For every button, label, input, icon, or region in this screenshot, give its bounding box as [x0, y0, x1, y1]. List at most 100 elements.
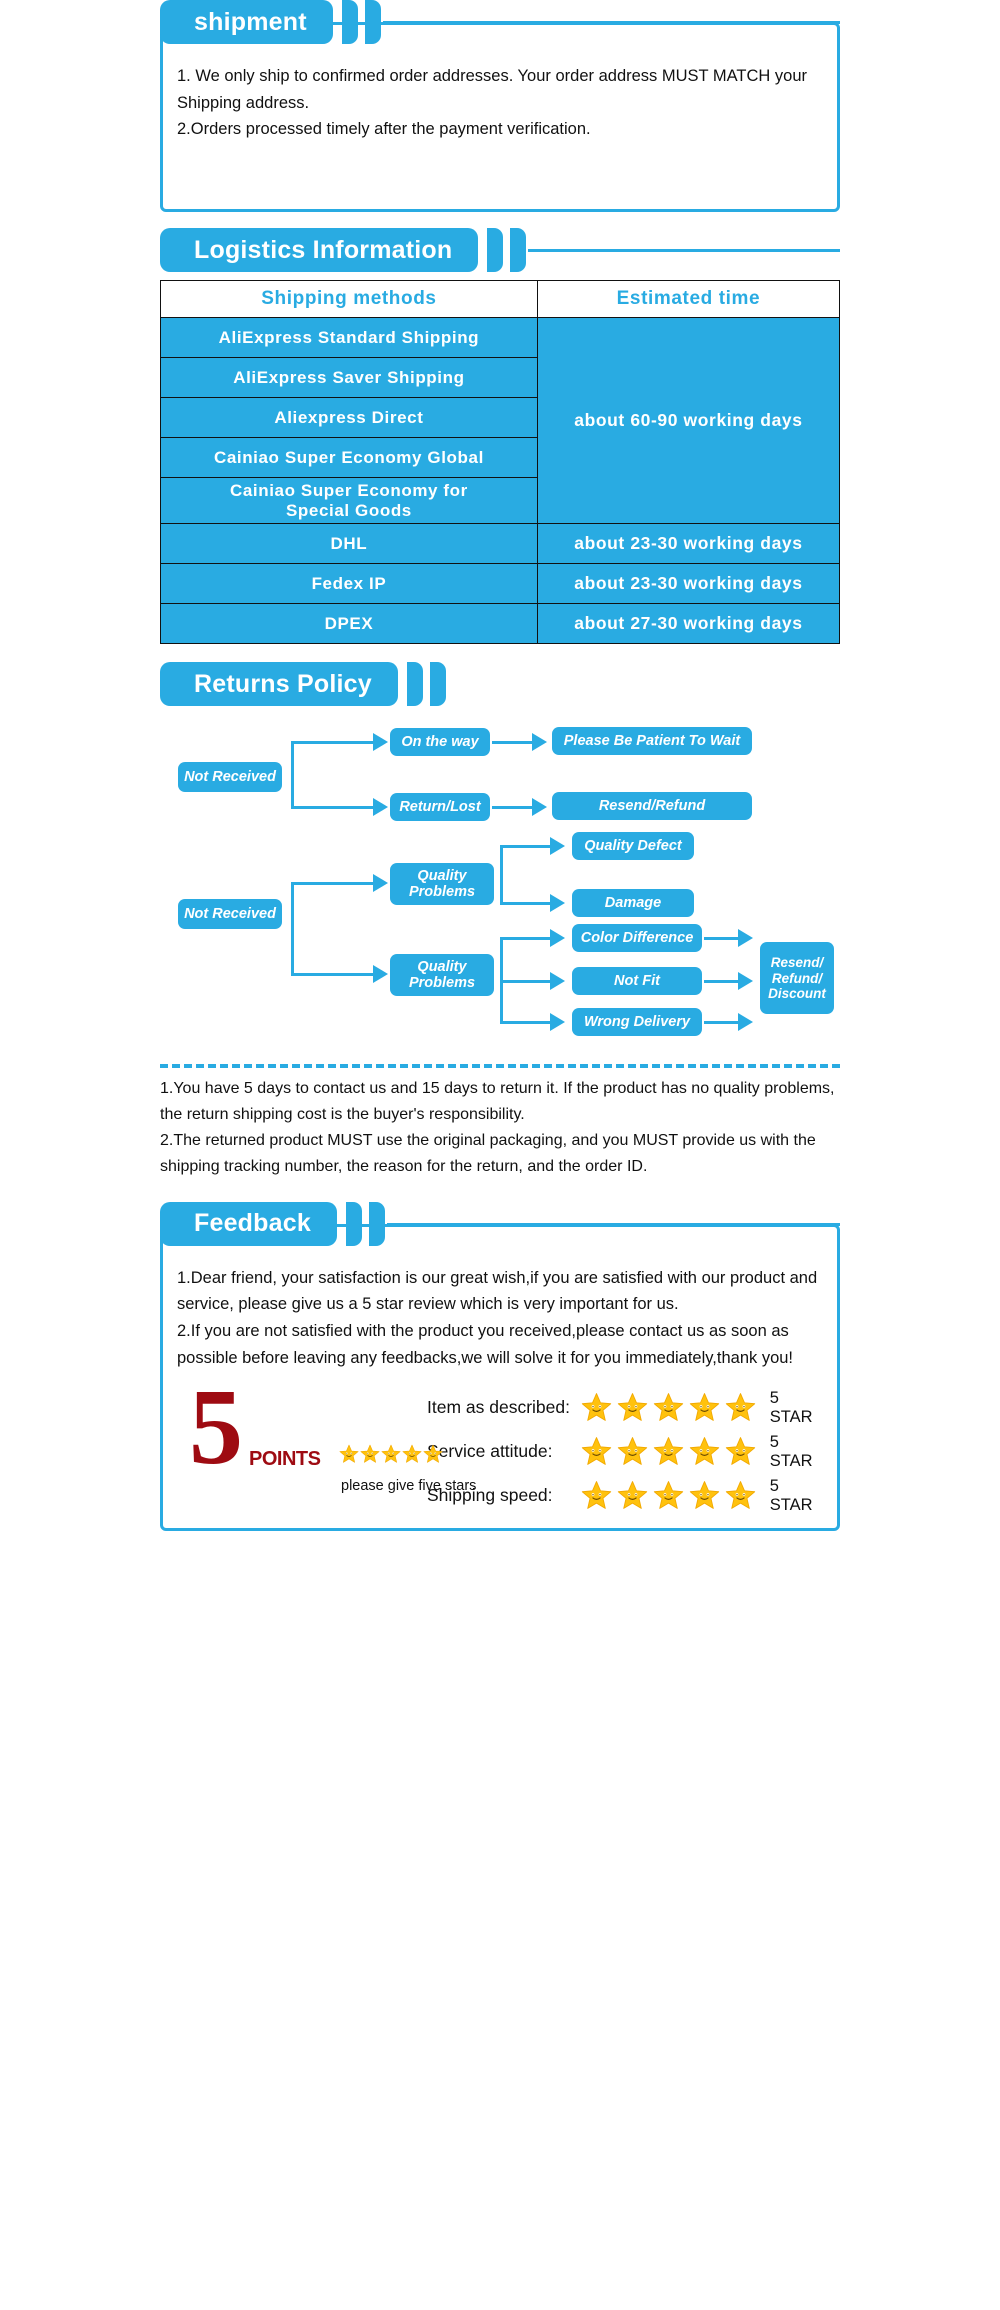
flow-node-color-difference: Color Difference [572, 924, 702, 953]
ribbon-pip-1 [406, 662, 423, 707]
rating-label: Service attitude: [427, 1441, 553, 1462]
flow-line [500, 845, 503, 906]
star-icon [381, 1444, 401, 1464]
star-icon[interactable] [689, 1392, 720, 1423]
flow-line [704, 937, 742, 941]
flow-arrow [550, 972, 565, 991]
cell-estimated-time: about 23-30 working days [536, 523, 841, 565]
returns-section-header: Returns Policy [160, 662, 840, 710]
rating-star-row[interactable] [581, 1480, 756, 1511]
rating-showcase: 5 POINTS please give five stars Item as … [177, 1373, 823, 1518]
rating-row: Service attitude: 5 STAR [427, 1430, 823, 1474]
flow-line [500, 1021, 552, 1025]
star-icon[interactable] [725, 1436, 756, 1467]
table-row: AliExpress Saver Shipping [160, 357, 840, 398]
table-row: Aliexpress Direct [160, 397, 840, 438]
table-row: Cainiao Super Economy for Special Goods [160, 476, 840, 525]
flow-arrow [373, 965, 388, 984]
rating-row: Shipping speed: 5 STAR [427, 1474, 823, 1518]
cell-method: Cainiao Super Economy for Special Goods [160, 476, 538, 525]
flow-arrow [373, 874, 388, 893]
cell-method: Cainiao Super Economy Global [160, 437, 538, 478]
table-row: DHL about 23-30 working days [160, 523, 841, 565]
flow-arrow [550, 894, 565, 913]
list-item: 1. We only ship to confirmed order addre… [177, 67, 808, 112]
flow-node-not-fit: Not Fit [572, 967, 702, 996]
flow-node-please-wait: Please Be Patient To Wait [552, 727, 752, 756]
dashed-divider [160, 1064, 840, 1069]
flow-line [704, 1021, 742, 1025]
star-icon[interactable] [581, 1436, 612, 1467]
flow-line [500, 845, 552, 849]
star-icon [423, 1444, 443, 1464]
rating-row: Item as described: 5 STAR [427, 1386, 823, 1430]
flow-line [291, 806, 375, 810]
ribbon-pip-2 [510, 228, 527, 272]
flow-node-resend-refund: Resend/Refund [552, 792, 752, 821]
cell-estimated-time: about 23-30 working days [536, 563, 841, 605]
ribbon-pip-2 [429, 662, 446, 707]
rating-tag: 5 STAR [769, 1476, 813, 1514]
rating-label: Item as described: [427, 1397, 570, 1418]
star-icon[interactable] [725, 1480, 756, 1511]
star-icon [360, 1444, 380, 1464]
star-icon[interactable] [653, 1480, 684, 1511]
give-five-stars-caption: please give five stars [341, 1477, 477, 1494]
flow-arrow [550, 837, 565, 856]
rating-tag: 5 STAR [769, 1388, 813, 1426]
star-icon[interactable] [653, 1392, 684, 1423]
flow-line [704, 980, 742, 984]
star-icon[interactable] [617, 1436, 648, 1467]
table-row: Cainiao Super Economy Global [160, 437, 840, 478]
five-number: 5 [189, 1367, 243, 1487]
flow-arrow [738, 929, 753, 948]
flow-arrow [738, 1013, 753, 1032]
list-item: 1.You have 5 days to contact us and 15 d… [160, 1080, 835, 1123]
flow-line [291, 973, 375, 977]
list-item: 2.Orders processed timely after the paym… [177, 120, 591, 139]
flow-node-quality-problems-1: Quality Problems [390, 863, 494, 906]
table-row: DPEX about 27-30 working days [160, 603, 841, 645]
rating-tag: 5 STAR [769, 1432, 813, 1470]
rating-star-row[interactable] [581, 1392, 756, 1423]
star-icon[interactable] [617, 1480, 648, 1511]
flow-node-damage: Damage [572, 889, 694, 918]
cell-method: Fedex IP [160, 563, 538, 605]
flow-arrow [373, 798, 388, 817]
points-label: POINTS [249, 1447, 321, 1470]
flow-arrow [738, 972, 753, 991]
returns-notes: 1.You have 5 days to contact us and 15 d… [160, 1076, 840, 1180]
cell-method: AliExpress Standard Shipping [160, 317, 538, 358]
flow-line [500, 937, 552, 941]
logistics-title: Logistics Information [160, 228, 479, 272]
feedback-list: 1.Dear friend, your satisfaction is our … [177, 1265, 823, 1372]
flow-line [500, 980, 552, 984]
flow-node-resend-refund-discount: Resend/ Refund/ Discount [760, 942, 834, 1015]
header-rule [528, 249, 840, 252]
table-row: AliExpress Standard Shipping about 60-90… [160, 316, 841, 525]
flow-line [500, 902, 552, 906]
cell-method: DPEX [160, 603, 538, 645]
feedback-title: Feedback [160, 1201, 337, 1246]
rating-star-row[interactable] [581, 1436, 756, 1467]
star-icon[interactable] [653, 1436, 684, 1467]
flow-arrow [550, 929, 565, 948]
ribbon-pip-1 [487, 228, 504, 272]
column-header-shipping-methods: Shipping methods [160, 280, 538, 318]
cell-estimated-time: about 27-30 working days [536, 603, 841, 645]
table-row: Fedex IP about 23-30 working days [160, 563, 841, 605]
star-icon[interactable] [689, 1436, 720, 1467]
flow-arrow [532, 798, 547, 817]
list-item: 2.If you are not satisfied with the prod… [177, 1322, 794, 1367]
star-icon[interactable] [581, 1480, 612, 1511]
star-icon[interactable] [725, 1392, 756, 1423]
logo-star-row [339, 1444, 443, 1464]
flow-node-not-received-2: Not Received [178, 899, 282, 930]
star-icon[interactable] [581, 1392, 612, 1423]
star-icon [402, 1444, 422, 1464]
star-icon[interactable] [689, 1480, 720, 1511]
star-icon[interactable] [617, 1392, 648, 1423]
logistics-table-wrap: Shipping methods Estimated time AliExpre… [160, 250, 841, 645]
flow-node-quality-defect: Quality Defect [572, 832, 694, 861]
shipment-list: 1. We only ship to confirmed order addre… [177, 63, 823, 143]
